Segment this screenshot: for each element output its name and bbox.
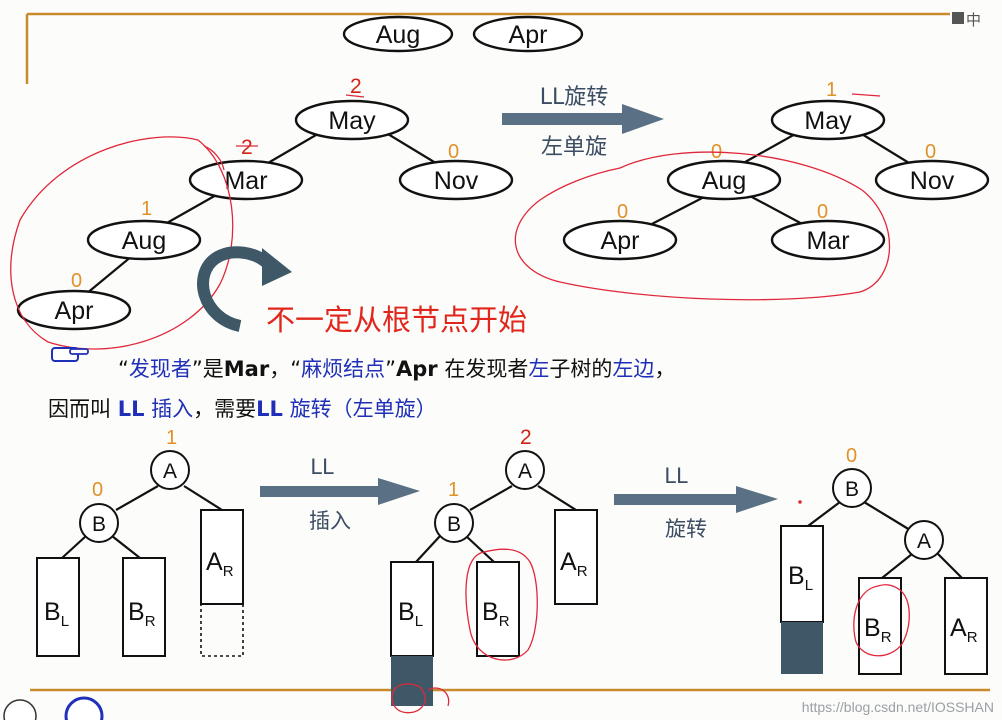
ll-rotate-arrow: LL 旋转 xyxy=(614,464,778,541)
left-tree: May Mar Nov Aug Apr 2 2 0 1 0 xyxy=(16,75,514,331)
svg-text:2: 2 xyxy=(520,426,532,449)
pointing-hand-icon xyxy=(51,347,89,362)
svg-text:LL: LL xyxy=(310,455,334,479)
svg-text:AR: AR xyxy=(206,548,234,580)
svg-text:LL旋转: LL旋转 xyxy=(540,85,609,110)
university-logo xyxy=(3,696,104,720)
bottom-diagram-inserted: A B 2 1 BL BR AR xyxy=(390,426,598,714)
bf-mar: 2 xyxy=(241,136,253,159)
bottom-diagram-rotated: B A 0 BL BR AR xyxy=(780,445,988,675)
svg-text:AR: AR xyxy=(950,614,978,646)
node-apr: Apr xyxy=(55,297,94,325)
svg-text:B: B xyxy=(845,478,859,501)
svg-text:B: B xyxy=(92,513,106,536)
node-may: May xyxy=(328,107,376,135)
svg-text:左单旋: 左单旋 xyxy=(541,135,607,160)
ink-circle-left xyxy=(10,136,234,350)
svg-text:Apr: Apr xyxy=(509,21,548,49)
svg-text:BL: BL xyxy=(788,562,813,594)
rnode-may: May xyxy=(804,107,852,135)
corner-char: 中 xyxy=(966,11,981,29)
rnode-mar: Mar xyxy=(806,227,849,255)
bf-aug: 1 xyxy=(141,198,152,220)
rbf-nov: 0 xyxy=(925,141,936,163)
explain-line-1: “发现者”是Mar，“麻烦结点”Apr 在发现者左子树的左边， xyxy=(118,357,675,381)
top-node-apr: Apr xyxy=(472,15,584,53)
ll-rotation-arrow: LL旋转 左单旋 xyxy=(502,85,664,160)
svg-text:A: A xyxy=(917,530,931,553)
svg-text:BL: BL xyxy=(398,598,423,630)
svg-text:LL: LL xyxy=(664,464,688,488)
right-tree: May Aug Nov Apr Mar 1 0 0 0 0 xyxy=(562,79,990,261)
watermark: https://blog.csdn.net/IOSSHAN xyxy=(802,699,994,715)
speaker-icon xyxy=(952,12,964,24)
svg-text:BR: BR xyxy=(482,598,510,630)
rnode-nov: Nov xyxy=(910,167,955,195)
rnode-aug: Aug xyxy=(702,167,746,195)
bf-apr: 0 xyxy=(71,270,82,292)
svg-text:B: B xyxy=(447,513,461,536)
node-aug: Aug xyxy=(122,227,166,255)
red-note: 不一定从根节点开始 xyxy=(266,303,527,337)
rbf-apr: 0 xyxy=(617,201,628,223)
svg-text:BR: BR xyxy=(128,598,156,630)
top-node-aug: Aug xyxy=(342,15,454,53)
svg-text:A: A xyxy=(518,460,532,483)
rbf-mar: 0 xyxy=(817,201,828,223)
ll-insert-arrow: LL 插入 xyxy=(260,455,420,533)
node-mar: Mar xyxy=(224,167,267,195)
bf-may: 2 xyxy=(350,75,362,98)
svg-text:A: A xyxy=(163,460,177,483)
node-nov: Nov xyxy=(434,167,479,195)
rnode-apr: Apr xyxy=(601,227,640,255)
svg-text:0: 0 xyxy=(846,445,857,467)
bottom-diagram-before: A B 1 0 BL BR AR xyxy=(36,427,244,657)
svg-text:BR: BR xyxy=(864,614,892,646)
svg-text:1: 1 xyxy=(448,479,459,501)
svg-text:旋转: 旋转 xyxy=(665,517,707,541)
svg-text:BL: BL xyxy=(44,598,69,630)
svg-text:1: 1 xyxy=(166,427,177,449)
rbf-may: 1 xyxy=(826,79,837,101)
svg-text:AR: AR xyxy=(560,548,588,580)
svg-text:0: 0 xyxy=(92,479,103,501)
rotate-arrow-icon xyxy=(197,246,292,332)
svg-text:插入: 插入 xyxy=(309,509,351,533)
svg-text:Aug: Aug xyxy=(376,21,420,49)
ink-circle-right xyxy=(514,151,891,301)
bf-nov: 0 xyxy=(448,141,459,163)
explain-line-2: 因而叫 LL 插入，需要LL 旋转（左单旋） xyxy=(48,397,437,421)
